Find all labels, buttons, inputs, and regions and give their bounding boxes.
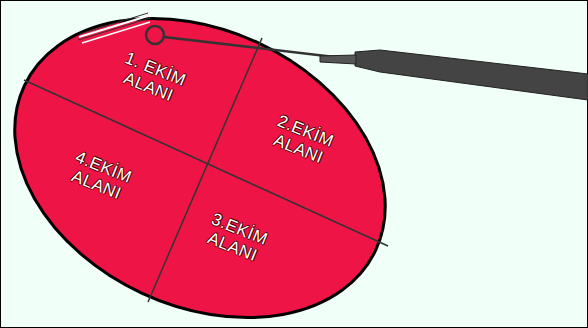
petri-dish xyxy=(0,0,434,328)
streak-marks xyxy=(78,13,151,43)
divider-line xyxy=(24,80,388,246)
inoculating-loop xyxy=(146,26,588,100)
